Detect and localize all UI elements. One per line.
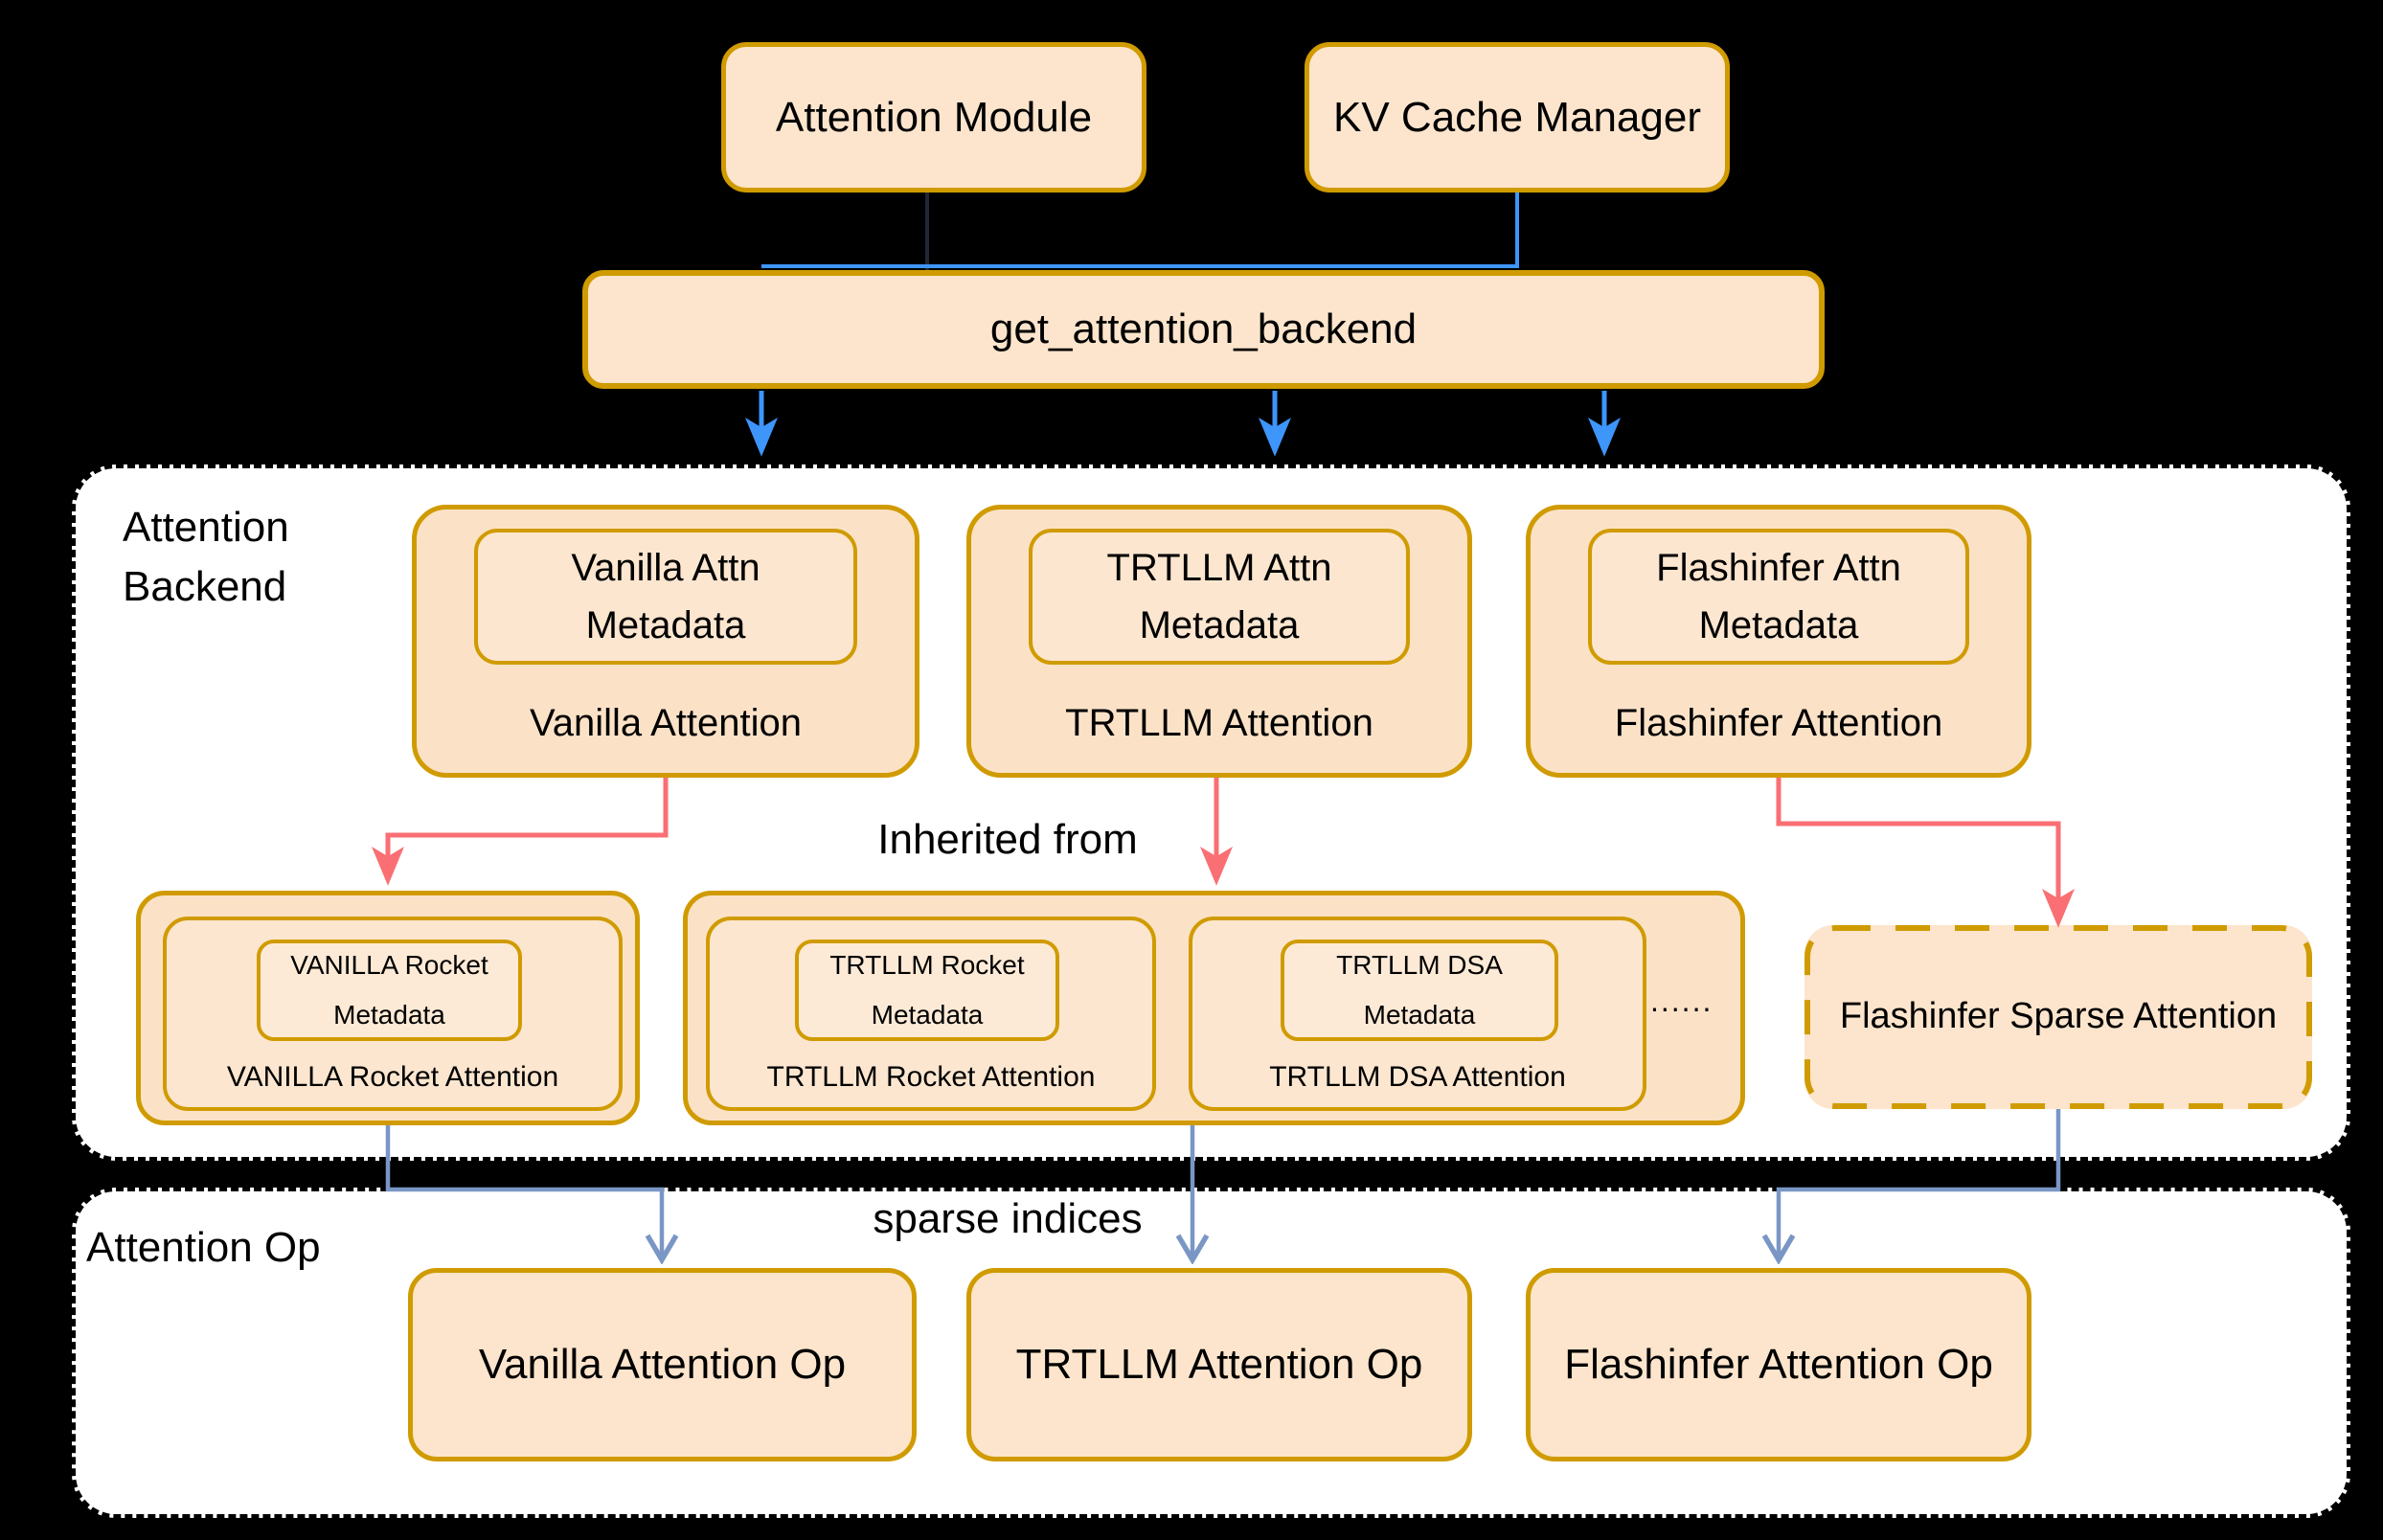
node-flashinfer-sparse-attention: Flashinfer Sparse Attention [1804, 925, 2312, 1109]
node-trtllm-derived-group: TRTLLM Rocket Metadata TRTLLM Rocket Att… [683, 891, 1745, 1125]
vanilla-attention-op-label: Vanilla Attention Op [478, 1341, 847, 1389]
trtllm-dsa-attention-label: TRTLLM DSA Attention [1269, 1061, 1566, 1093]
node-kv-cache-manager: KV Cache Manager [1305, 42, 1730, 192]
node-trtllm-dsa-metadata: TRTLLM DSA Metadata [1281, 940, 1558, 1041]
node-get-attention-backend: get_attention_backend [582, 270, 1825, 389]
inherited-from-label: Inherited from [877, 816, 1138, 863]
flashinfer-attention-label: Flashinfer Attention [1614, 702, 1943, 744]
node-vanilla-rocket-metadata: VANILLA Rocket Metadata [257, 940, 522, 1041]
vanilla-attention-label: Vanilla Attention [530, 702, 802, 744]
node-vanilla-rocket-attention-outer: VANILLA Rocket Metadata VANILLA Rocket A… [136, 891, 640, 1125]
node-flashinfer-attn-metadata: Flashinfer Attn Metadata [1588, 529, 1969, 665]
trtllm-attention-label: TRTLLM Attention [1065, 702, 1373, 744]
vanilla-attn-metadata-label: Vanilla Attn Metadata [571, 547, 760, 646]
vanilla-rocket-attention-label: VANILLA Rocket Attention [226, 1061, 559, 1093]
node-flashinfer-attention: Flashinfer Attn Metadata Flashinfer Atte… [1526, 505, 2031, 778]
kv-cache-manager-label: KV Cache Manager [1333, 93, 1701, 141]
node-attention-module: Attention Module [721, 42, 1146, 192]
trtllm-attention-op-label: TRTLLM Attention Op [1015, 1341, 1423, 1389]
node-trtllm-attention: TRTLLM Attn Metadata TRTLLM Attention [966, 505, 1472, 778]
trtllm-rocket-attention-label: TRTLLM Rocket Attention [766, 1061, 1096, 1093]
get-attention-backend-label: get_attention_backend [989, 306, 1418, 353]
flashinfer-attention-op-label: Flashinfer Attention Op [1564, 1341, 1993, 1389]
flashinfer-sparse-attention-label: Flashinfer Sparse Attention [1839, 996, 2278, 1037]
flashinfer-attn-metadata-label: Flashinfer Attn Metadata [1656, 547, 1901, 646]
sparse-indices-label: sparse indices [873, 1195, 1143, 1242]
node-vanilla-attention: Vanilla Attn Metadata Vanilla Attention [412, 505, 919, 778]
edge-kv-cache-to-get-backend [761, 192, 1519, 268]
attention-module-label: Attention Module [775, 93, 1093, 141]
node-trtllm-rocket-attention: TRTLLM Rocket Metadata TRTLLM Rocket Att… [706, 917, 1156, 1111]
node-flashinfer-attention-op: Flashinfer Attention Op [1526, 1268, 2031, 1461]
more-backends-ellipsis: ...... [1650, 984, 1713, 1018]
node-vanilla-rocket-attention: VANILLA Rocket Metadata VANILLA Rocket A… [163, 917, 623, 1111]
node-trtllm-rocket-metadata: TRTLLM Rocket Metadata [795, 940, 1059, 1041]
node-trtllm-dsa-attention: TRTLLM DSA Metadata TRTLLM DSA Attention [1189, 917, 1646, 1111]
attention-backend-section-label: Attention Backend [123, 504, 289, 611]
trtllm-dsa-metadata-label: TRTLLM DSA Metadata [1336, 950, 1503, 1030]
trtllm-rocket-metadata-label: TRTLLM Rocket Metadata [829, 950, 1025, 1030]
node-vanilla-attn-metadata: Vanilla Attn Metadata [474, 529, 857, 665]
attention-op-section-label: Attention Op [86, 1224, 321, 1271]
node-vanilla-attention-op: Vanilla Attention Op [408, 1268, 917, 1461]
node-trtllm-attention-op: TRTLLM Attention Op [966, 1268, 1472, 1461]
vanilla-rocket-metadata-label: VANILLA Rocket Metadata [290, 950, 488, 1030]
node-trtllm-attn-metadata: TRTLLM Attn Metadata [1029, 529, 1410, 665]
trtllm-attn-metadata-label: TRTLLM Attn Metadata [1106, 547, 1332, 646]
